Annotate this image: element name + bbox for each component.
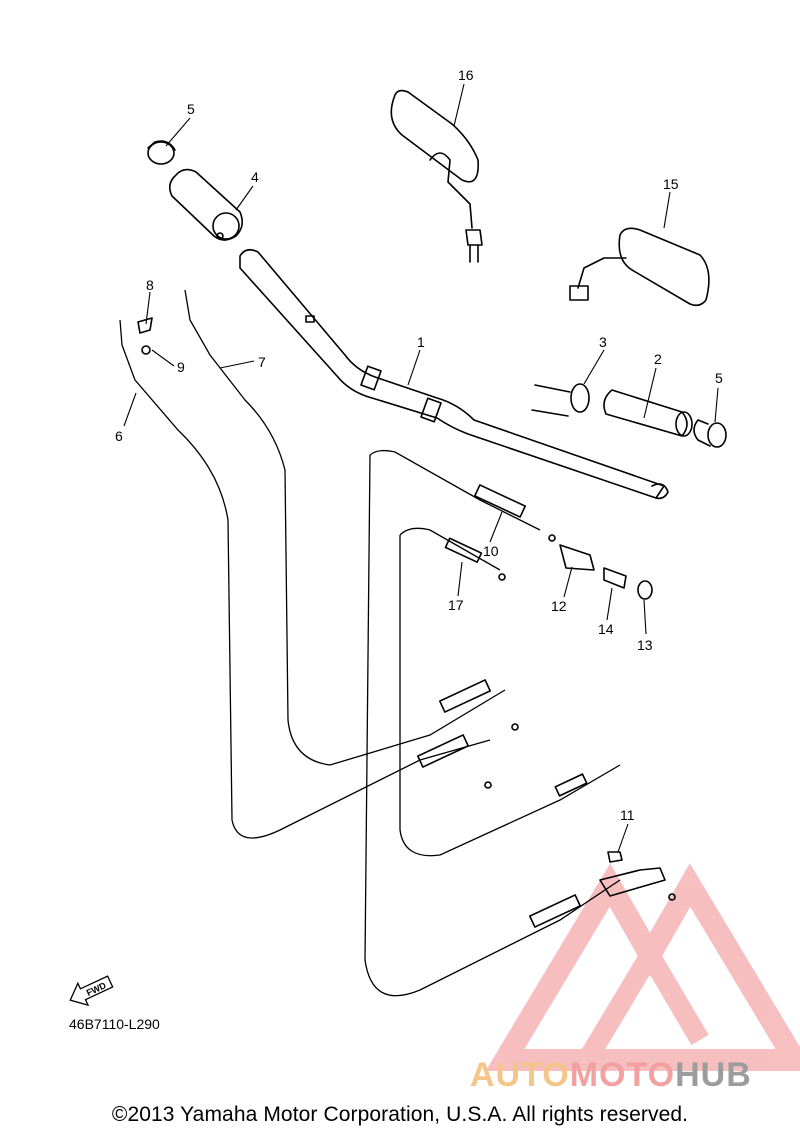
callout-7: 7 — [258, 354, 266, 370]
callout-16: 16 — [458, 67, 474, 83]
handlebar — [239, 248, 669, 500]
part-code: 46B7110-L290 — [69, 1016, 160, 1032]
callout-13: 13 — [637, 637, 653, 653]
callout-10: 10 — [483, 543, 499, 559]
callout-1: 1 — [417, 334, 425, 350]
callout-9: 9 — [177, 359, 185, 375]
mirror-left — [390, 89, 483, 263]
watermark-logo-icon — [485, 863, 800, 1071]
callout-2: 2 — [654, 351, 662, 367]
callout-8: 8 — [146, 277, 154, 293]
throttle-assembly — [531, 383, 727, 448]
watermark-text: AUTOMOTOHUB — [470, 1056, 752, 1095]
callout-14: 14 — [598, 621, 614, 637]
copyright-notice: ©2013 Yamaha Motor Corporation, U.S.A. A… — [111, 1103, 689, 1126]
end-weight-left — [147, 140, 176, 165]
callout-11: 11 — [620, 807, 635, 823]
watermark-word-hub: HUB — [675, 1056, 752, 1094]
fwd-arrow-icon: FWD — [69, 975, 114, 1007]
callout-17: 17 — [448, 597, 464, 613]
leader-lines — [123, 83, 719, 853]
callout-numbers: 1 2 3 4 5 5 6 7 8 9 10 11 12 13 14 15 16… — [115, 67, 723, 823]
callout-4: 4 — [251, 169, 259, 185]
mirror-right — [569, 227, 710, 307]
watermark-word-moto: MOTO — [569, 1056, 676, 1094]
left-grip — [168, 168, 244, 241]
callout-15: 15 — [663, 176, 679, 192]
cables — [119, 289, 666, 997]
callout-6: 6 — [115, 428, 123, 444]
watermark-word-auto: AUTO — [470, 1056, 570, 1094]
small-fittings — [137, 317, 676, 901]
callout-3: 3 — [599, 334, 607, 350]
callout-5-left: 5 — [187, 101, 195, 117]
callout-5-right: 5 — [715, 370, 723, 386]
callout-12: 12 — [551, 598, 567, 614]
